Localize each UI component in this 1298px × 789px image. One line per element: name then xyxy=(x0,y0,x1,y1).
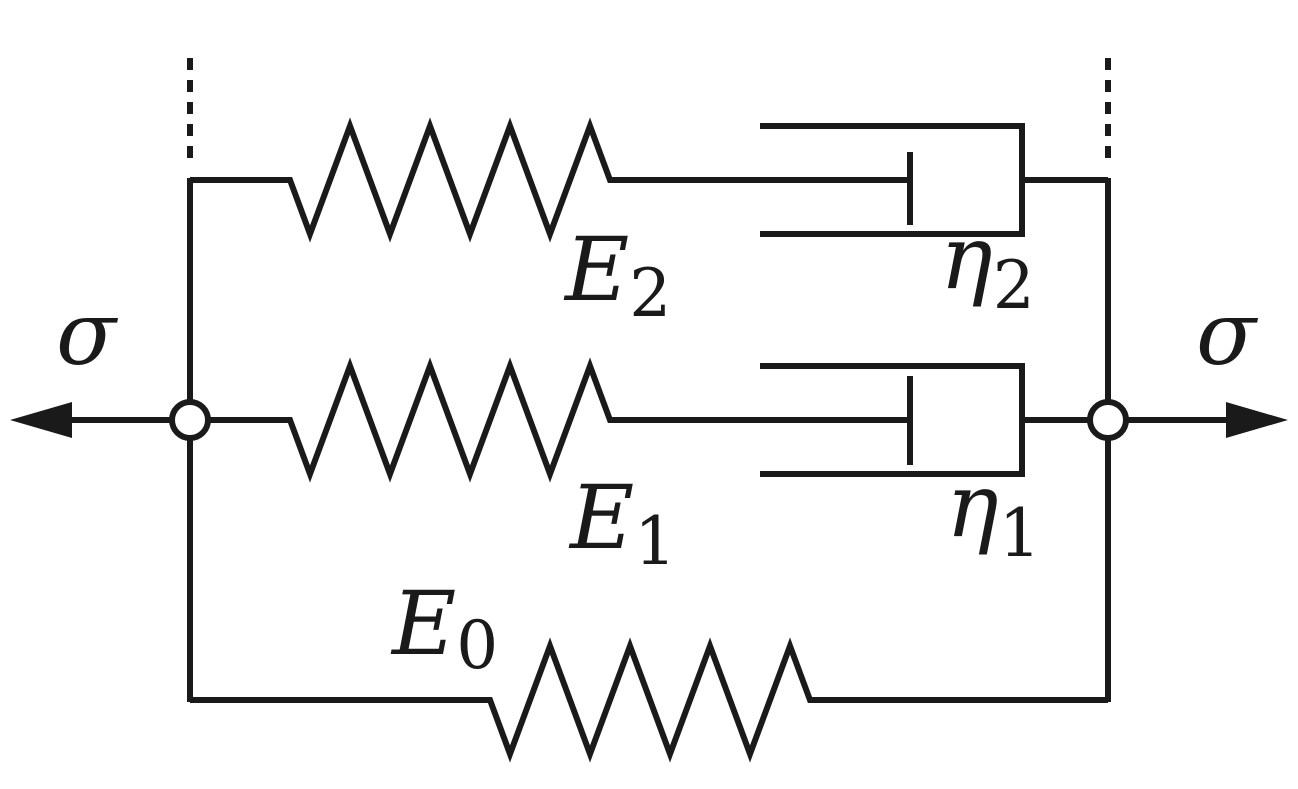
label-eta1-symbol: η xyxy=(946,454,999,557)
left-junction-node xyxy=(169,399,211,441)
label-eta1-subscript: 1 xyxy=(999,495,1041,572)
label-E1-subscript: 1 xyxy=(634,503,676,580)
label-eta2: η2 xyxy=(940,206,1035,324)
label-eta2-symbol: η xyxy=(940,206,993,309)
label-eta2-subscript: 2 xyxy=(993,247,1035,324)
label-E0: E0 xyxy=(390,572,498,684)
label-E2-symbol: E xyxy=(563,218,629,321)
right-arrow-icon xyxy=(1226,402,1288,438)
label-E0-subscript: 0 xyxy=(456,607,498,684)
left-stress-label: σ xyxy=(56,282,119,385)
label-E1-symbol: E xyxy=(568,466,634,569)
spring-E0 xyxy=(190,637,1108,763)
spring-E1 xyxy=(190,357,910,483)
right-stress-label: σ xyxy=(1196,282,1259,385)
label-E0-symbol: E xyxy=(390,572,456,675)
label-E1: E1 xyxy=(568,466,676,580)
spring-E2 xyxy=(190,117,910,243)
label-E2: E2 xyxy=(563,218,671,332)
left-arrow-icon xyxy=(10,402,72,438)
right-junction-node xyxy=(1087,399,1129,441)
label-eta1: η1 xyxy=(946,454,1041,572)
label-E2-subscript: 2 xyxy=(629,255,671,332)
